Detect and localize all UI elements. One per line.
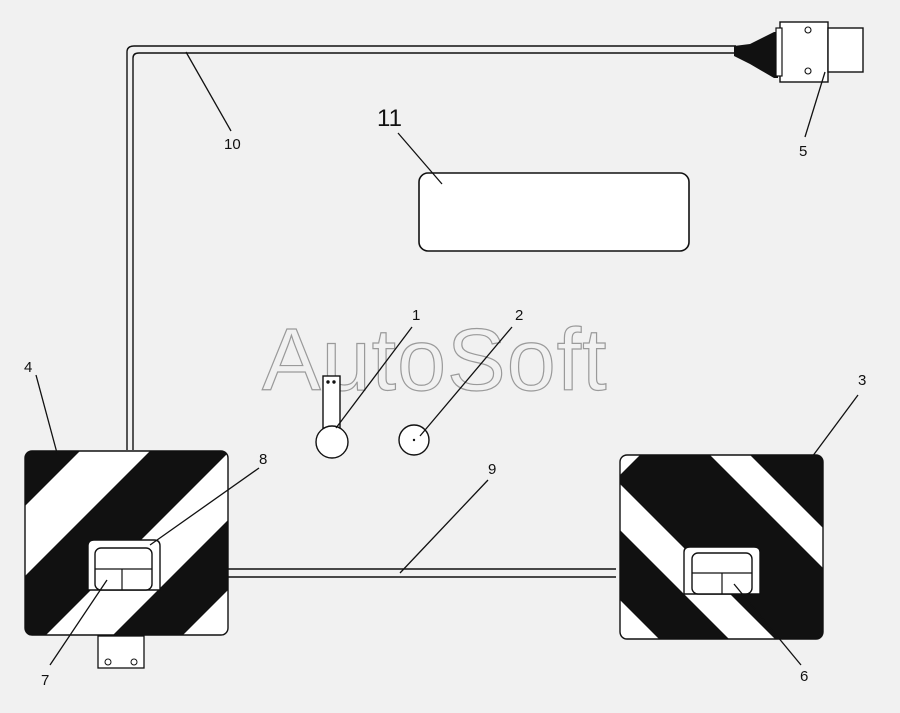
leader-2 xyxy=(419,326,513,437)
callout-4: 4 xyxy=(24,359,32,376)
watermark: AutoSoft xyxy=(262,310,608,409)
leader-10 xyxy=(185,51,232,132)
leader-8 xyxy=(149,467,260,546)
lamp-2 xyxy=(398,424,430,456)
cable-10 xyxy=(126,45,736,450)
callout-3: 3 xyxy=(858,372,866,389)
callout-9: 9 xyxy=(488,461,496,478)
leader-lines xyxy=(35,51,859,666)
leader-3 xyxy=(811,394,859,458)
callout-11: 11 xyxy=(377,105,402,132)
side-lamp-7 xyxy=(87,539,161,591)
callout-8: 8 xyxy=(259,451,267,468)
connector-plug-5 xyxy=(734,21,864,83)
callout-6: 6 xyxy=(800,668,808,685)
callout-2: 2 xyxy=(515,307,523,324)
leader-5 xyxy=(804,71,826,138)
label-plate-11 xyxy=(418,172,690,252)
leader-4 xyxy=(35,374,58,454)
callout-10: 10 xyxy=(224,136,241,153)
switch-1 xyxy=(315,375,349,459)
side-lamp-6 xyxy=(683,546,761,595)
leader-11 xyxy=(397,132,443,185)
leader-9 xyxy=(399,479,489,574)
leader-6 xyxy=(733,583,802,666)
leader-7 xyxy=(49,579,108,666)
callout-7: 7 xyxy=(41,672,49,689)
cable-9 xyxy=(228,568,616,578)
warning-plate-4 xyxy=(24,450,229,669)
callout-1: 1 xyxy=(412,307,420,324)
callout-5: 5 xyxy=(799,143,807,160)
leader-1 xyxy=(335,326,413,429)
